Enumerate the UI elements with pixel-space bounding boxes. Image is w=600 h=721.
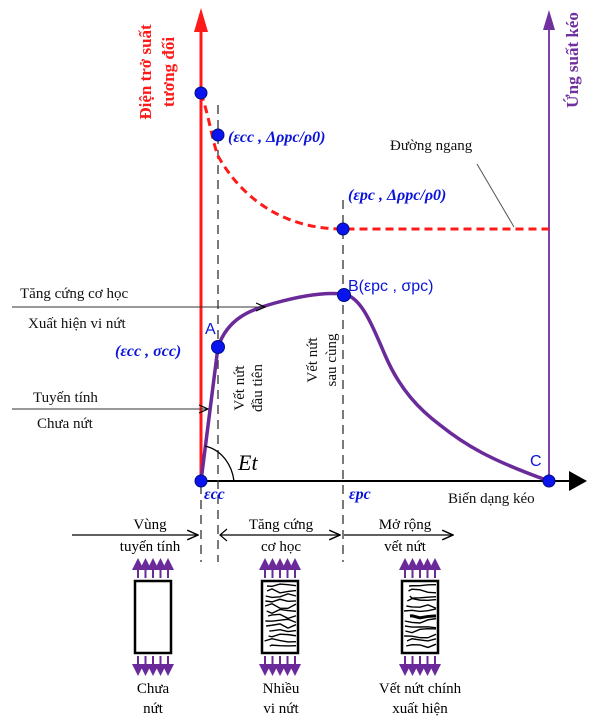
- crack: [404, 625, 437, 629]
- crack: [265, 598, 297, 603]
- crack: [264, 638, 297, 643]
- first-crack-label: Vết nứt: [232, 365, 248, 411]
- point-C-label: C: [530, 453, 542, 470]
- point-initial-resistivity: [194, 86, 208, 100]
- crack: [407, 597, 437, 602]
- guide-lines: [200, 105, 344, 562]
- crack: [266, 608, 297, 615]
- last-crack-label-2: sau cùng: [324, 333, 340, 386]
- specimen-1: [132, 558, 174, 676]
- crack: [268, 633, 297, 638]
- zone-labels: Vùng tuyến tính Tăng cứng cơ học Mở rộng…: [120, 517, 432, 555]
- uncracked-label: Chưa nứt: [37, 416, 94, 432]
- point-pc-resistivity: [336, 222, 350, 236]
- crack: [404, 617, 437, 624]
- specimen-body: [133, 579, 173, 655]
- caption-uncracked-2: nứt: [143, 701, 164, 717]
- crack: [408, 583, 437, 587]
- horizontal-line-leader: [476, 163, 515, 228]
- crack: [404, 633, 437, 639]
- zone-linear-title: Vùng: [133, 517, 167, 533]
- stress-axis: [543, 10, 555, 485]
- microcracks-label: Xuất hiện vi nứt: [28, 316, 127, 332]
- crack: [409, 595, 437, 599]
- modulus-label: Et: [237, 450, 258, 475]
- linear-label: Tuyến tính: [33, 390, 98, 406]
- crack: [403, 608, 437, 613]
- point-origin: [194, 474, 208, 488]
- cc-resistivity-label: (εcc , Δρpc/ρ0): [228, 129, 325, 146]
- specimen-captions: Chưa nứt Nhiều vi nứt Vết nứt chính xuất…: [137, 681, 462, 717]
- specimen-3: [399, 558, 441, 676]
- crack: [409, 614, 437, 620]
- caption-main-crack: Vết nứt chính: [379, 681, 462, 697]
- crack: [267, 613, 297, 620]
- zone-linear-title-2: tuyến tính: [120, 539, 181, 555]
- zone-opening-title-2: vết nứt: [384, 539, 427, 555]
- crack: [406, 638, 437, 642]
- stress-curve: [199, 291, 550, 483]
- crack: [265, 593, 297, 599]
- resistivity-curve: [199, 92, 549, 231]
- crack: [266, 588, 297, 594]
- zone-hardening-title: Tăng cứng: [249, 517, 314, 533]
- zone-arrows: [72, 528, 453, 542]
- hardening-label: Tăng cứng cơ học: [20, 286, 128, 302]
- point-cc-resistivity: [211, 128, 225, 142]
- crack: [265, 618, 297, 624]
- left-axis-label-2: tương đối: [159, 37, 178, 107]
- first-crack-label-2: đầu tiên: [250, 364, 266, 412]
- point-B-label: B(εpc , σpc): [348, 278, 433, 295]
- crack: [269, 628, 297, 633]
- caption-microcracks: Nhiều: [263, 681, 300, 697]
- point-A: [211, 340, 225, 354]
- pc-resistivity-label: (εpc , Δρpc/ρ0): [348, 187, 446, 204]
- last-crack-label: Vết nứt: [305, 337, 321, 383]
- point-C: [542, 474, 556, 488]
- crack: [408, 588, 437, 594]
- left-axis-label: Điện trở suất: [136, 24, 155, 120]
- right-axis-label: Ứng suất kéo: [563, 12, 582, 108]
- specimen-2: [259, 558, 301, 676]
- crack: [406, 604, 437, 609]
- crack: [269, 644, 297, 647]
- point-B: [337, 288, 351, 302]
- crack: [264, 602, 297, 610]
- point-A-label: A: [205, 321, 216, 338]
- resistivity-axis: [194, 8, 208, 485]
- modulus-arc: [204, 445, 235, 482]
- caption-main-crack-2: xuất hiện: [392, 701, 448, 717]
- eps-cc-label: εcc: [204, 486, 225, 503]
- x-axis-label: Biến dạng kéo: [448, 491, 535, 507]
- eps-pc-label: εpc: [349, 486, 371, 503]
- point-A-coord: (εcc , σcc): [115, 343, 181, 360]
- specimens: [132, 558, 441, 676]
- crack: [405, 643, 437, 649]
- crack: [405, 627, 437, 634]
- zone-opening-title: Mở rộng: [379, 517, 432, 533]
- crack: [266, 583, 297, 588]
- zone-hardening-title-2: cơ học: [261, 539, 301, 555]
- crack: [266, 623, 297, 629]
- caption-uncracked: Chưa: [137, 681, 170, 697]
- caption-microcracks-2: vi nứt: [263, 701, 299, 717]
- horizontal-line-label: Đường ngang: [390, 138, 473, 154]
- data-points: [194, 86, 556, 488]
